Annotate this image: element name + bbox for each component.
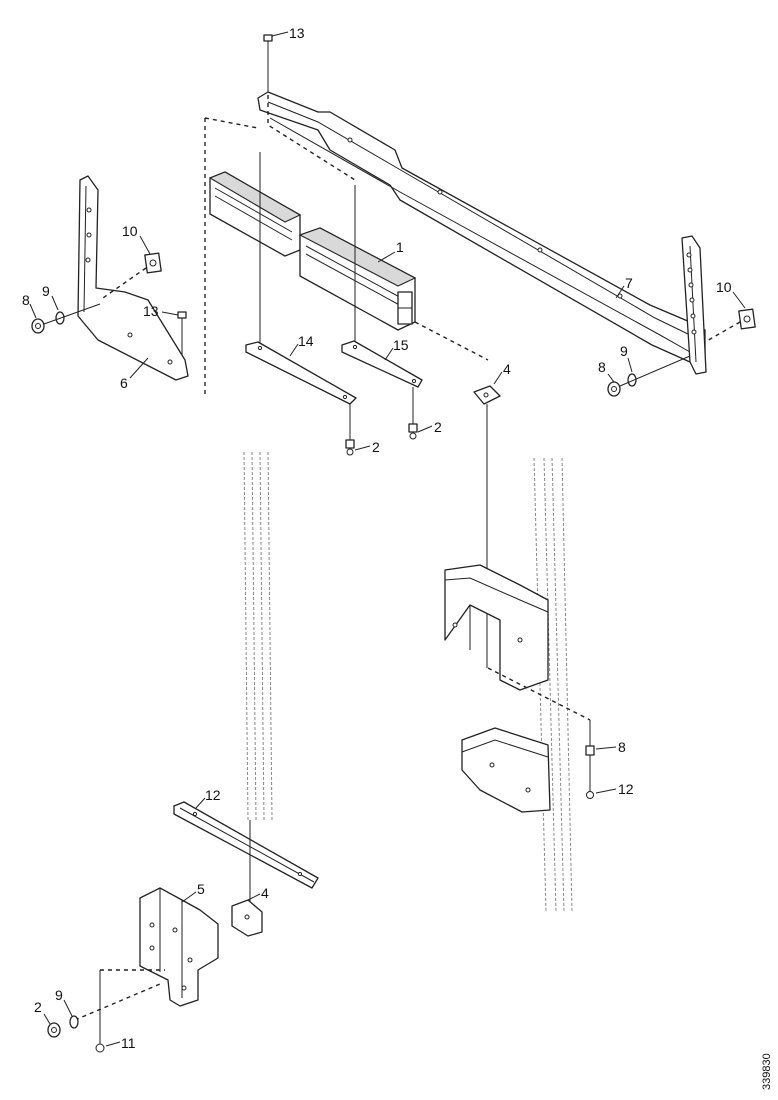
bolt-11-lower	[95, 1043, 105, 1053]
plate-10-left	[144, 252, 162, 274]
callout-5: 5	[181, 881, 205, 903]
right-post	[533, 457, 573, 913]
callout-8-left: 8	[22, 292, 37, 319]
assembly-line-right-8	[487, 667, 591, 721]
callout-7: 7	[615, 275, 633, 299]
callout-1: 1	[377, 239, 404, 263]
reference-number: 339830	[761, 1053, 773, 1090]
callout-label: 8	[598, 359, 606, 375]
callout-4-upper: 4	[493, 361, 511, 385]
callout-label: 11	[121, 1035, 136, 1051]
callout-label: 10	[122, 223, 138, 239]
callout-15: 15	[384, 337, 409, 361]
callout-label: 6	[120, 375, 128, 391]
clip-4-lower	[231, 899, 263, 937]
callout-label: 4	[503, 361, 511, 377]
callout-label: 2	[372, 439, 380, 455]
callout-label: 12	[205, 787, 221, 803]
crossbar-12	[173, 801, 319, 889]
assembly-line-to-4	[414, 321, 489, 361]
callout-10-right: 10	[716, 279, 746, 309]
washer-9-lower	[69, 1015, 79, 1029]
callout-9-left: 9	[42, 283, 59, 311]
callout-label: 8	[22, 292, 30, 308]
nut-8-right	[607, 381, 621, 397]
callout-label: 7	[625, 275, 633, 291]
callout-4-lower: 4	[247, 885, 269, 901]
channel-assembly-1	[208, 171, 417, 331]
lower-bracket-5	[139, 887, 219, 1007]
callout-14: 14	[289, 333, 314, 357]
lower-support-bracket	[461, 727, 551, 813]
callout-label: 2	[434, 419, 442, 435]
callout-label: 12	[618, 781, 634, 797]
callout-11: 11	[105, 1035, 136, 1051]
assembly-line-10-right	[704, 321, 741, 343]
nut-2-lower	[47, 1022, 61, 1038]
callout-9-right: 9	[620, 343, 633, 373]
strip-14	[245, 341, 357, 405]
clip-4-upper	[473, 385, 501, 405]
callout-label: 1	[396, 239, 404, 255]
callout-label: 9	[42, 283, 50, 299]
assembly-line-10-left	[99, 267, 147, 301]
callout-label: 5	[197, 881, 205, 897]
callout-label: 4	[261, 885, 269, 901]
callout-label: 13	[289, 25, 305, 41]
assembly-line-left-top	[204, 117, 259, 129]
plate-10-right	[738, 308, 756, 330]
callout-label: 9	[620, 343, 628, 359]
bolt-12-lower-right	[586, 791, 594, 799]
washer-9-right	[627, 373, 637, 387]
nut-2-b	[408, 423, 418, 440]
nut-8-left	[31, 318, 45, 334]
callout-label: 8	[618, 739, 626, 755]
callout-9-lower: 9	[55, 987, 73, 1017]
upper-rail-7	[257, 91, 707, 375]
callout-2-lower: 2	[34, 999, 51, 1025]
callout-8-lower-right: 8	[595, 739, 626, 755]
callout-10-left: 10	[122, 223, 151, 255]
callout-13-top: 13	[271, 25, 305, 41]
callout-label: 15	[393, 337, 409, 353]
callout-2-a: 2	[354, 439, 380, 455]
nut-8-lower-right	[585, 745, 595, 756]
assembly-line-13	[267, 95, 356, 181]
callout-12: 12	[195, 787, 221, 809]
nut-2-a	[345, 439, 355, 456]
callout-2-b: 2	[417, 419, 442, 435]
callout-label: 10	[716, 279, 732, 295]
callout-label: 2	[34, 999, 42, 1015]
assembly-line-5-mid	[74, 983, 161, 1021]
callout-label: 14	[298, 333, 314, 349]
left-post	[243, 451, 273, 821]
upper-support-bracket	[444, 564, 549, 691]
callout-6: 6	[120, 357, 149, 391]
callout-label: 9	[55, 987, 63, 1003]
callout-8-right: 8	[598, 359, 615, 383]
callout-label: 13	[143, 303, 159, 319]
strip-15	[341, 340, 423, 388]
left-bracket-6	[77, 175, 189, 381]
callout-13-left: 13	[143, 303, 179, 319]
callout-12-lower-right: 12	[595, 781, 634, 797]
bolt-13-top	[263, 34, 273, 92]
